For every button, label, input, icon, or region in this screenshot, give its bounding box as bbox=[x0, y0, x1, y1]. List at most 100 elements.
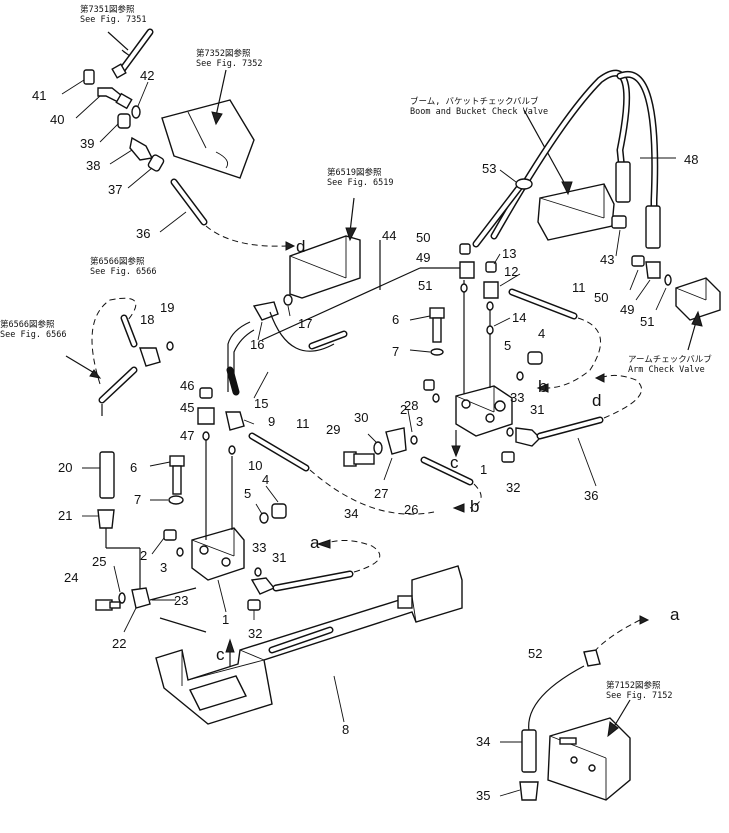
callout-32: 32 bbox=[506, 480, 520, 495]
callout-35: 35 bbox=[476, 788, 490, 803]
callout-28: 28 bbox=[404, 398, 418, 413]
callout-25: 25 bbox=[92, 554, 106, 569]
callout-5: 5 bbox=[504, 338, 511, 353]
upper-control-valve bbox=[343, 243, 642, 513]
callout-50: 50 bbox=[416, 230, 430, 245]
callout-33: 33 bbox=[510, 390, 524, 405]
letter-b-upper: b bbox=[538, 377, 547, 396]
letter-d-right: d bbox=[592, 391, 601, 410]
callout-8: 8 bbox=[342, 722, 349, 737]
callout-40: 40 bbox=[50, 112, 64, 127]
callout-48: 48 bbox=[684, 152, 698, 167]
callout-19: 19 bbox=[160, 300, 174, 315]
callout-2-lower: 2 bbox=[140, 548, 147, 563]
callout-37: 37 bbox=[108, 182, 122, 197]
letter-d-left: d bbox=[296, 237, 305, 256]
callout-26: 26 bbox=[404, 502, 418, 517]
arm-check-valve bbox=[675, 277, 721, 351]
lower-control-valve bbox=[82, 440, 381, 633]
callout-22: 22 bbox=[112, 636, 126, 651]
callout-44: 44 bbox=[382, 228, 396, 243]
letter-a-right: a bbox=[670, 605, 680, 624]
callout-5-lower: 5 bbox=[244, 486, 251, 501]
callout-1-upper: 1 bbox=[480, 462, 487, 477]
callout-6: 6 bbox=[392, 312, 399, 327]
connection-letters: d d b b c c a a bbox=[216, 237, 680, 664]
callout-50-right: 50 bbox=[594, 290, 608, 305]
boom-bucket-check-valve bbox=[472, 69, 676, 311]
callout-6-lower: 6 bbox=[130, 460, 137, 475]
callout-4-lower: 4 bbox=[262, 472, 269, 487]
callout-41: 41 bbox=[32, 88, 46, 103]
callout-16: 16 bbox=[250, 337, 264, 352]
callout-36-right: 36 bbox=[584, 488, 598, 503]
callout-9: 9 bbox=[268, 414, 275, 429]
callout-24: 24 bbox=[64, 570, 78, 585]
callout-38: 38 bbox=[86, 158, 100, 173]
callout-7: 7 bbox=[392, 344, 399, 359]
bottom-right-assembly bbox=[499, 615, 650, 801]
callout-36: 36 bbox=[136, 226, 150, 241]
callout-13: 13 bbox=[502, 246, 516, 261]
callout-34: 34 bbox=[344, 506, 358, 521]
callout-23: 23 bbox=[174, 593, 188, 608]
callout-10: 10 bbox=[248, 458, 262, 473]
letter-c-upper: c bbox=[450, 453, 459, 472]
callout-2: 2 bbox=[400, 402, 407, 417]
callout-18: 18 bbox=[140, 312, 154, 327]
callout-17: 17 bbox=[298, 316, 312, 331]
callout-51: 51 bbox=[418, 278, 432, 293]
callout-11-top: 11 bbox=[572, 280, 586, 295]
letter-b-lower: b bbox=[470, 497, 479, 516]
callout-45: 45 bbox=[180, 400, 194, 415]
callout-32-lower: 32 bbox=[248, 626, 262, 641]
callout-31-lower: 31 bbox=[272, 550, 286, 565]
upper-left-fittings bbox=[61, 28, 296, 251]
callout-11-lower: 11 bbox=[296, 416, 310, 431]
callout-3: 3 bbox=[416, 414, 423, 429]
letter-a-lower: a bbox=[310, 533, 320, 552]
callout-47: 47 bbox=[180, 428, 194, 443]
bracket-frame bbox=[155, 565, 463, 725]
callout-7-lower: 7 bbox=[134, 492, 141, 507]
callout-labels: 41 40 42 39 38 37 36 48 53 50 49 13 12 5… bbox=[32, 68, 698, 803]
callout-15: 15 bbox=[254, 396, 268, 411]
callout-14: 14 bbox=[512, 310, 526, 325]
callout-53: 53 bbox=[482, 161, 496, 176]
callout-39: 39 bbox=[80, 136, 94, 151]
callout-12: 12 bbox=[504, 264, 518, 279]
callout-27: 27 bbox=[374, 486, 388, 501]
callout-1-lower: 1 bbox=[222, 612, 229, 627]
callout-21: 21 bbox=[58, 508, 72, 523]
callout-31: 31 bbox=[530, 402, 544, 417]
callout-30: 30 bbox=[354, 410, 368, 425]
callout-51-right: 51 bbox=[640, 314, 654, 329]
block-6519 bbox=[261, 197, 470, 341]
callout-46: 46 bbox=[180, 378, 194, 393]
callout-20: 20 bbox=[58, 460, 72, 475]
callout-42: 42 bbox=[140, 68, 154, 83]
callout-29: 29 bbox=[326, 422, 340, 437]
callout-4: 4 bbox=[538, 326, 545, 341]
callout-52: 52 bbox=[528, 646, 542, 661]
callout-43: 43 bbox=[600, 252, 614, 267]
callout-34-bottom: 34 bbox=[476, 734, 490, 749]
callout-49-right: 49 bbox=[620, 302, 634, 317]
